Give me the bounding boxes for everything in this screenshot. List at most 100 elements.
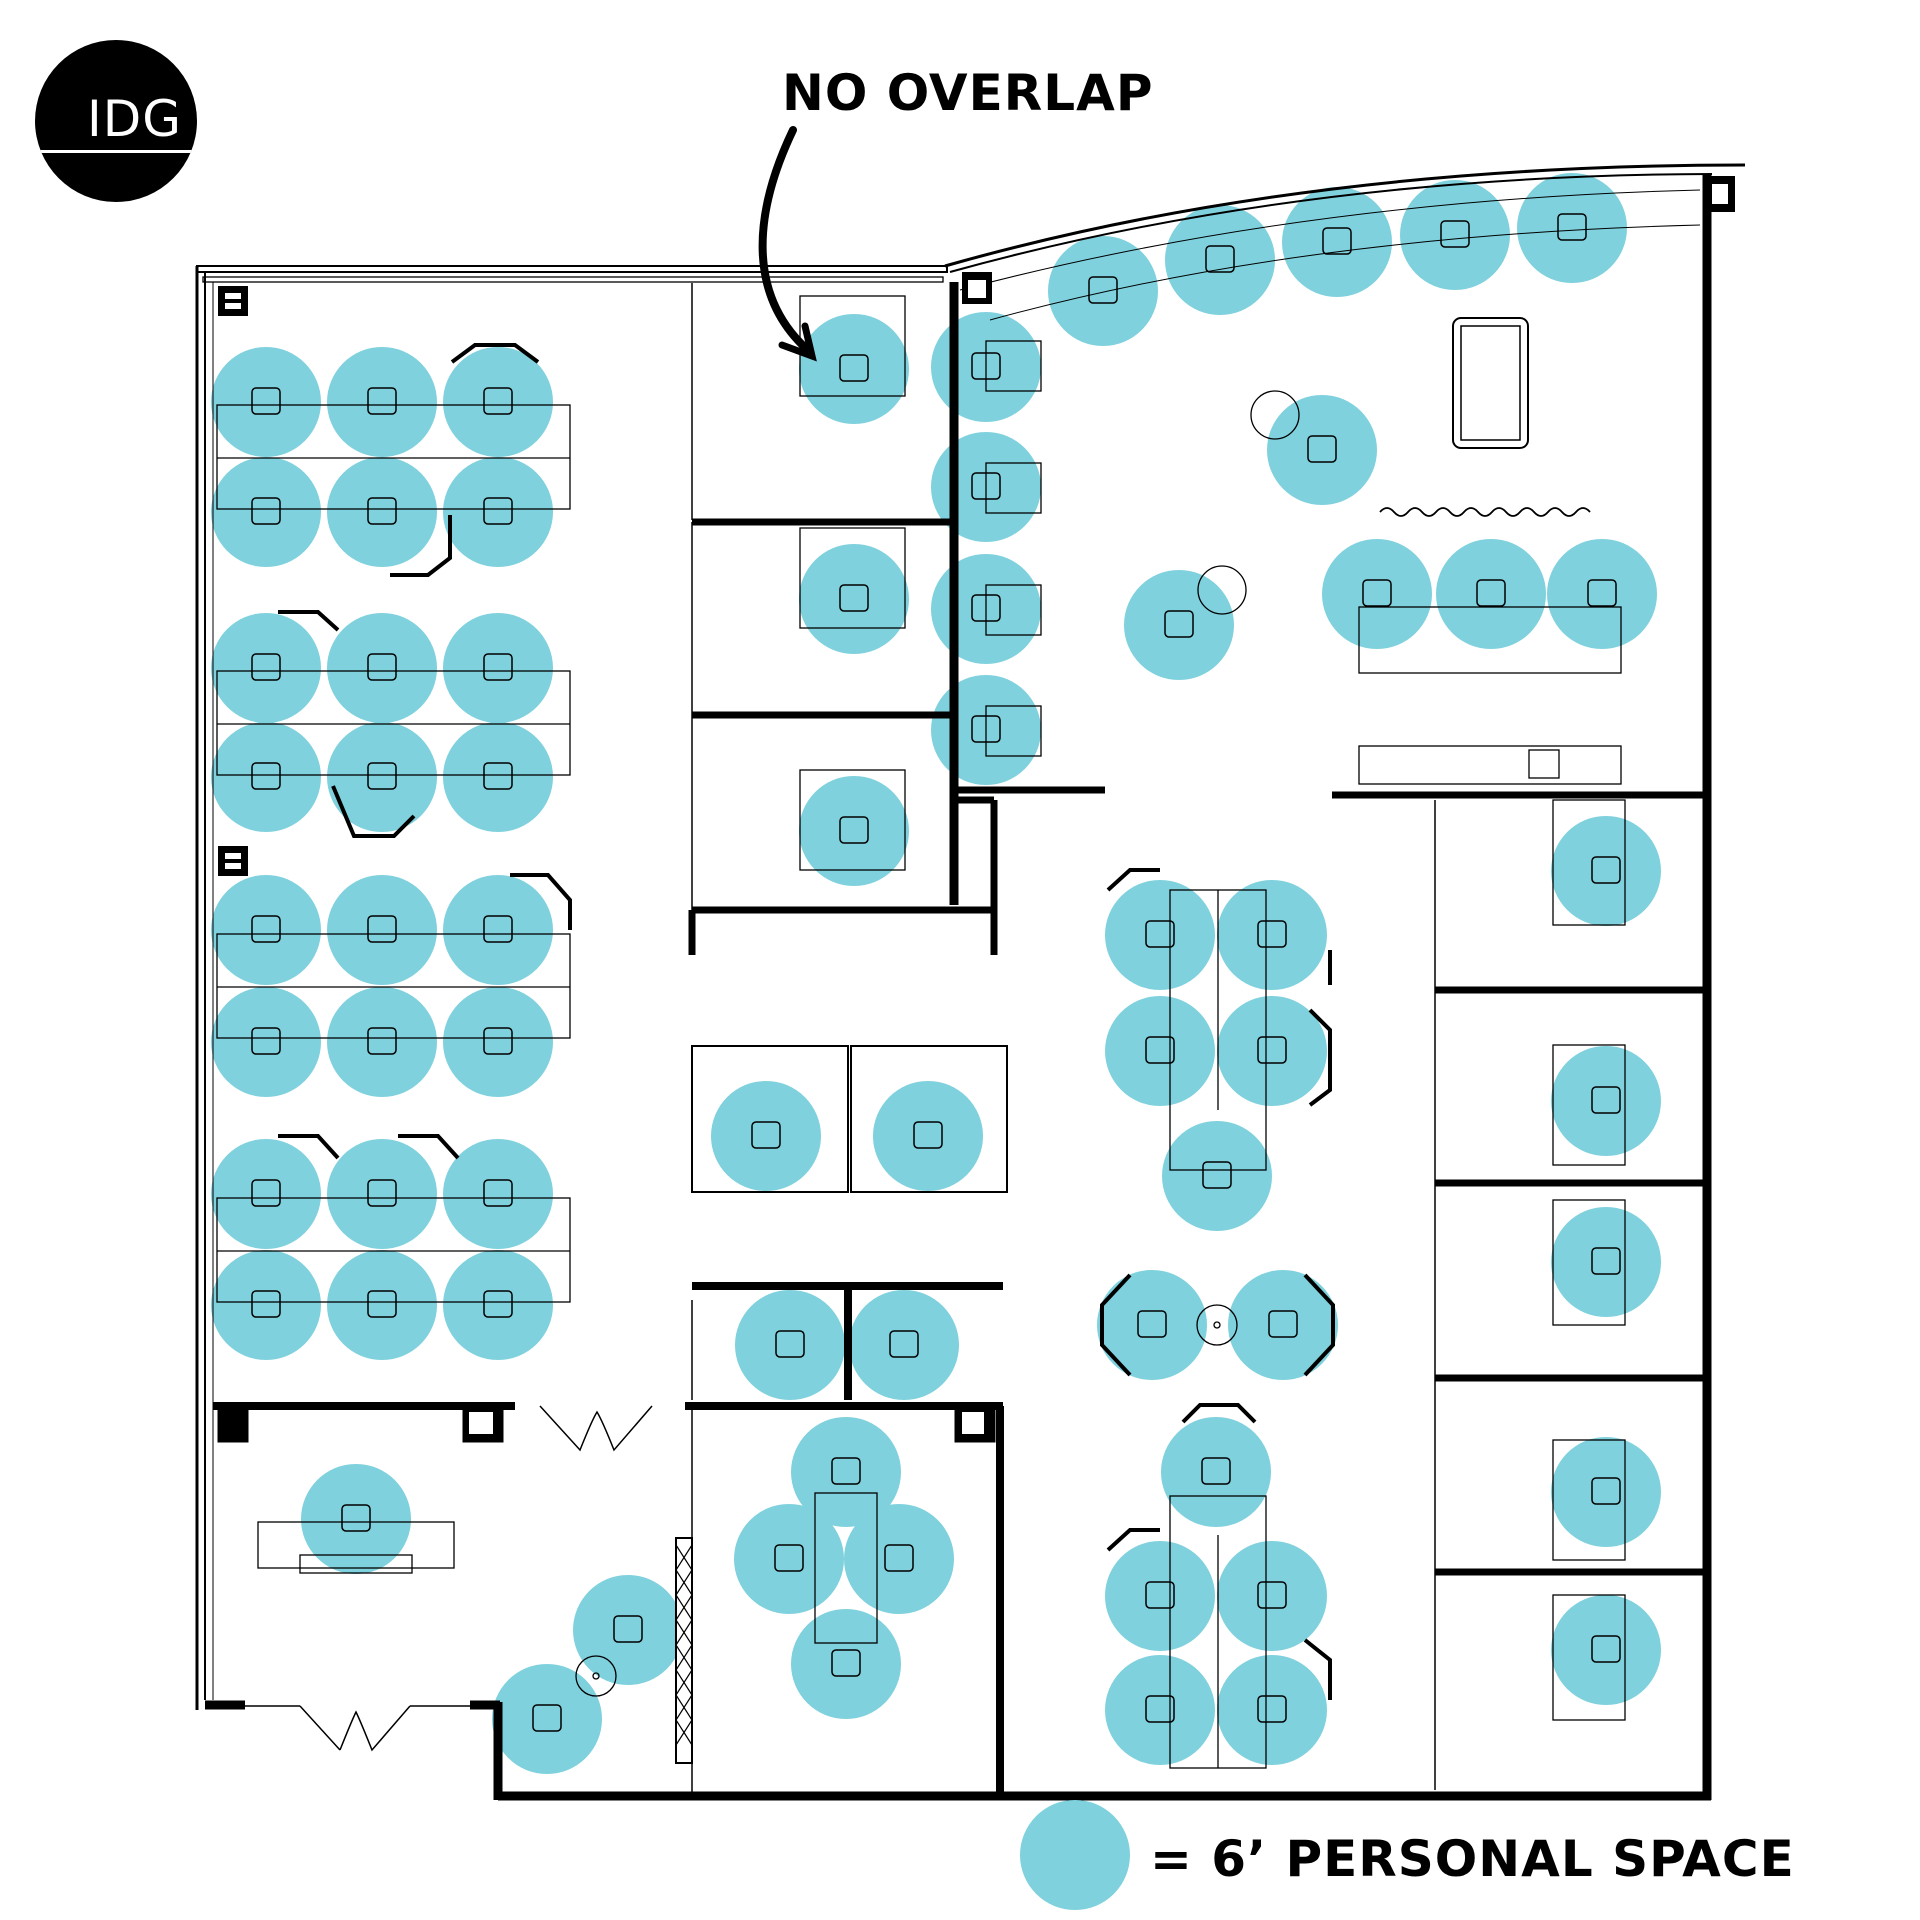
chair-icon — [251, 762, 281, 790]
personal-space-circle — [1551, 816, 1661, 926]
chair-icon — [774, 1544, 804, 1572]
chair-icon — [251, 1290, 281, 1318]
chair-icon — [1591, 1477, 1621, 1505]
chair-icon — [1307, 435, 1337, 463]
personal-space-circle — [711, 1081, 821, 1191]
personal-space-circle — [1048, 236, 1158, 346]
chair-icon — [1202, 1161, 1232, 1189]
chair-icon — [831, 1457, 861, 1485]
chair-icon — [483, 1027, 513, 1055]
chair-icon — [1557, 213, 1587, 241]
personal-space-circles — [211, 173, 1661, 1774]
chair-icon — [1088, 276, 1118, 304]
personal-space-circle — [1517, 173, 1627, 283]
chair-icon — [367, 497, 397, 525]
personal-space-circle — [327, 1139, 437, 1249]
personal-space-circle — [1551, 1595, 1661, 1705]
no-overlap-label: NO OVERLAP — [782, 64, 1154, 122]
personal-space-circle — [849, 1290, 959, 1400]
legend-label: = 6’ PERSONAL SPACE — [1150, 1830, 1795, 1888]
personal-space-circle — [327, 875, 437, 985]
chair-icon — [367, 762, 397, 790]
chair-icon — [1145, 1036, 1175, 1064]
chair-icon — [483, 497, 513, 525]
logo-underline — [35, 150, 197, 153]
personal-space-circle — [799, 776, 909, 886]
chair-icon — [483, 915, 513, 943]
chair-icon — [251, 387, 281, 415]
chair-icon — [251, 497, 281, 525]
personal-space-circle — [211, 613, 321, 723]
personal-space-circle — [211, 1139, 321, 1249]
chair-icon — [367, 387, 397, 415]
interior-walls — [213, 282, 1707, 1800]
personal-space-circle — [443, 722, 553, 832]
furniture — [257, 295, 1626, 1769]
chair-icon — [251, 653, 281, 681]
personal-space-circle — [844, 1504, 954, 1614]
personal-space-circle — [1105, 1655, 1215, 1765]
personal-space-circle — [1097, 1270, 1207, 1380]
personal-space-circle — [1228, 1270, 1338, 1380]
personal-space-circle — [327, 1250, 437, 1360]
personal-space-circle — [211, 347, 321, 457]
personal-space-circle — [1551, 1046, 1661, 1156]
personal-space-circle — [1551, 1207, 1661, 1317]
personal-space-circle — [211, 1250, 321, 1360]
chair-icon — [341, 1504, 371, 1532]
chair-icon — [1201, 1457, 1231, 1485]
chair-icon — [483, 762, 513, 790]
personal-space-circle — [211, 987, 321, 1097]
chair-icon — [483, 653, 513, 681]
arrow-icon — [758, 126, 814, 356]
workstation-desks — [216, 343, 572, 1303]
personal-space-circle — [1400, 180, 1510, 290]
personal-space-circle — [1124, 570, 1234, 680]
chair-icon — [831, 1649, 861, 1677]
chair-icon — [1591, 1635, 1621, 1663]
personal-space-circle — [734, 1504, 844, 1614]
personal-space-circle — [791, 1609, 901, 1719]
personal-space-circle — [327, 987, 437, 1097]
chair-icon — [251, 915, 281, 943]
personal-space-circle — [1161, 1417, 1271, 1527]
personal-space-circle — [1105, 996, 1215, 1106]
personal-space-circle — [327, 722, 437, 832]
chair-icon — [839, 584, 869, 612]
personal-space-circle — [443, 347, 553, 457]
idg-logo: IDG — [35, 40, 197, 202]
chair-icon — [839, 816, 869, 844]
chair-icon — [1145, 1581, 1175, 1609]
personal-space-circle — [301, 1464, 411, 1574]
chair-icon — [1205, 245, 1235, 273]
chair-icon — [532, 1704, 562, 1732]
chair-icon — [1591, 1086, 1621, 1114]
personal-space-circle — [573, 1575, 683, 1685]
chair-icon — [839, 354, 869, 382]
personal-space-circle — [1217, 880, 1327, 990]
personal-space-circle — [443, 875, 553, 985]
chair-icon — [1137, 1310, 1167, 1338]
chair-icon — [1440, 220, 1470, 248]
personal-space-circle — [791, 1417, 901, 1527]
arrowhead-icon — [778, 322, 817, 362]
chair-icon — [367, 653, 397, 681]
chair-icon — [1591, 1247, 1621, 1275]
chair-icon — [367, 1290, 397, 1318]
personal-space-circle — [443, 987, 553, 1097]
chair-icon — [884, 1544, 914, 1572]
chair-icon — [1476, 579, 1506, 607]
chair-icon — [1362, 579, 1392, 607]
personal-space-circle — [1322, 539, 1432, 649]
personal-space-circle — [1217, 1655, 1327, 1765]
personal-space-circle — [1105, 1541, 1215, 1651]
chair-icon — [1145, 920, 1175, 948]
personal-space-circle — [799, 314, 909, 424]
chair-icon — [1268, 1310, 1298, 1338]
chair-icon — [1257, 1036, 1287, 1064]
personal-space-circle — [1165, 205, 1275, 315]
chair-icon — [889, 1330, 919, 1358]
chair-icon — [1587, 579, 1617, 607]
personal-space-circle — [799, 544, 909, 654]
